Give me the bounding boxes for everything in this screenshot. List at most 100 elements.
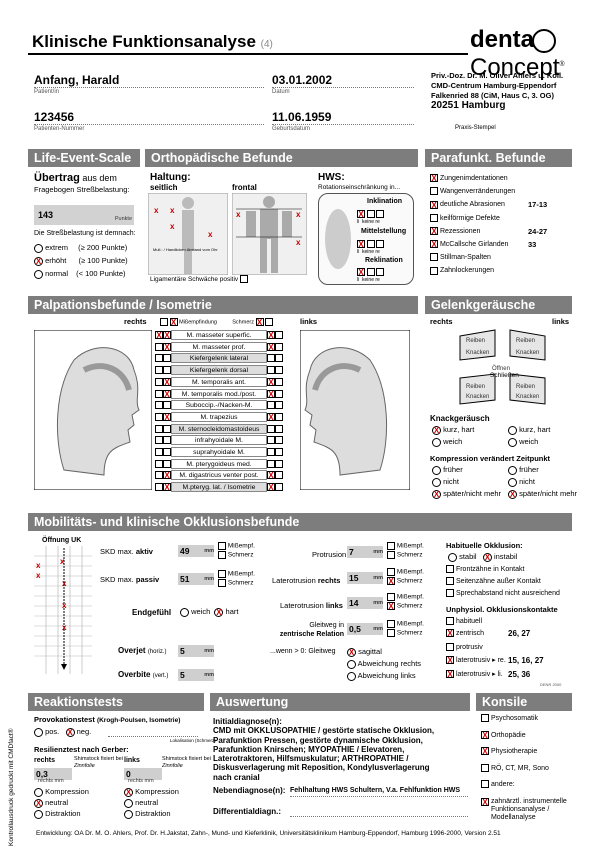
svg-text:Knacken: Knacken xyxy=(516,394,539,400)
gleit-abw-re[interactable]: Abweichung rechts xyxy=(347,659,421,669)
unphys-protrusiv[interactable]: protrusiv xyxy=(446,643,483,653)
gleit-abw-li[interactable]: Abweichung links xyxy=(347,671,416,681)
resil-rechts-label: rechts xyxy=(34,757,56,764)
lokal-label: Lokalisation (Schmerz) xyxy=(170,738,216,743)
komp-r-spaeter[interactable]: X später/nicht mehr xyxy=(432,489,502,499)
konsil-item[interactable]: X Orthopädie xyxy=(481,730,526,740)
palpation-row[interactable]: Kiefergelenk lateral xyxy=(155,353,295,364)
gleit-sagittal[interactable]: X sagittal xyxy=(347,647,382,657)
komp-r-nicht[interactable]: nicht xyxy=(432,477,459,487)
neben-label: Nebendiagnose(n): xyxy=(213,786,286,795)
palpation-row[interactable]: Kiefergelenk dorsal xyxy=(155,365,295,376)
resil-r-distr[interactable]: Distraktion xyxy=(34,809,81,819)
svg-text:Reiben: Reiben xyxy=(466,384,485,390)
konsil-item[interactable]: RÖ, CT, MR, Sono xyxy=(481,763,549,774)
palpation-row[interactable]: infrahyoidale M. xyxy=(155,435,295,446)
head-right-figure xyxy=(34,330,152,490)
konsil-item[interactable]: Psychosomatik xyxy=(481,714,538,724)
komp-l-spaeter[interactable]: X später/nicht mehr xyxy=(508,489,578,499)
overbite-label: Overbite (vert.) xyxy=(118,670,169,679)
svg-text:Reiben: Reiben xyxy=(516,384,535,390)
reaktion-heading: Reaktionstests xyxy=(28,693,204,711)
stress-opt-extrem[interactable]: extrem (≥ 200 Punkte) xyxy=(34,243,127,253)
unphys-zentrisch[interactable]: X zentrisch 26, 27 xyxy=(446,629,531,639)
palpation-row[interactable]: M. sternocleidomastoideus xyxy=(155,423,295,435)
svg-text:x: x xyxy=(154,206,159,215)
resil-links-field[interactable]: 0 xyxy=(124,768,162,780)
skd-aktiv-label: SKD max. aktiv xyxy=(100,547,153,556)
head-left-figure xyxy=(300,330,410,490)
seitlich-label: seitlich xyxy=(150,183,178,192)
parafunkt-item[interactable]: Stillman-Spalten xyxy=(430,253,491,263)
stress-opt-normal[interactable]: normal (< 100 Punkte) xyxy=(34,269,126,279)
stress-opt-erhoeht[interactable]: X erhöht (≥ 100 Punkte) xyxy=(34,256,128,266)
knack-l-weich[interactable]: weich xyxy=(508,437,538,447)
svg-text:x: x xyxy=(60,557,65,566)
okk-stabil[interactable]: stabil X instabil xyxy=(448,552,517,562)
resil-l-distr[interactable]: Distraktion xyxy=(124,809,171,819)
svg-text:Reiben: Reiben xyxy=(466,338,485,344)
komp-l-nicht[interactable]: nicht xyxy=(508,477,535,487)
stamp-label: Praxis-Stempel xyxy=(455,125,496,131)
konsil-item[interactable]: X Physiotherapie xyxy=(481,747,538,757)
resil-rechts-field[interactable]: 0,3 xyxy=(34,768,72,780)
resil-r-komp[interactable]: Kompression xyxy=(34,787,89,797)
svg-text:x: x xyxy=(296,238,301,247)
resil-l-komp[interactable]: X Kompression xyxy=(124,787,179,797)
prov-pos[interactable]: pos. X neg. xyxy=(34,727,91,737)
parafunkt-item[interactable]: X Zungenimdentationen xyxy=(430,174,508,184)
resil-r-neutral[interactable]: X neutral xyxy=(34,798,69,808)
ligament-row[interactable]: Ligamentäre Schwäche positiv xyxy=(150,275,248,285)
palpation-row[interactable]: Suboccip.-/Nacken-M. xyxy=(155,400,295,411)
resil-label: Resilienztest nach Gerber: xyxy=(34,745,129,754)
knack-r-weich[interactable]: weich xyxy=(432,437,462,447)
stress-assess: Die Streßbelastung ist demnach: xyxy=(34,230,136,237)
okk-front[interactable]: Frontzähne in Kontakt xyxy=(446,565,524,575)
unphys-latre[interactable]: X laterotrusiv ▸ re. 15, 16, 27 xyxy=(446,656,544,666)
komp-l-frueher[interactable]: früher xyxy=(508,465,539,475)
palpation-row[interactable]: suprahyoidale M. xyxy=(155,447,295,458)
palpation-heading: Palpationsbefunde / Isometrie xyxy=(28,296,418,314)
palpation-row[interactable]: M. pterygoideus med. xyxy=(155,458,295,470)
knack-l-hart[interactable]: kurz, hart xyxy=(508,425,550,435)
knack-r-hart[interactable]: X kurz, hart xyxy=(432,425,475,435)
okk-seiten[interactable]: Seitenzähne außer Kontakt xyxy=(446,577,541,587)
parafunkt-item[interactable]: Zahnlockerungen xyxy=(430,266,494,276)
parafunkt-item[interactable]: keilförmige Defekte xyxy=(430,213,500,224)
unphys-latli[interactable]: X laterotrusiv ▸ li. 25, 36 xyxy=(446,670,531,680)
parafunkt-item[interactable]: Wangenverränderungen xyxy=(430,187,515,197)
unphys-habituell[interactable]: habituell xyxy=(446,617,482,627)
svg-text:x: x xyxy=(296,210,301,219)
svg-text:x: x xyxy=(36,571,41,580)
resil-l-neutral[interactable]: neutral xyxy=(124,798,158,808)
okk-sprech[interactable]: Sprechabstand nicht ausreichend xyxy=(446,589,560,599)
komp-r-frueher[interactable]: früher xyxy=(432,465,463,475)
svg-text:Knacken: Knacken xyxy=(466,350,489,356)
konsil-item[interactable]: andere: xyxy=(481,780,515,790)
endgefuehl-weich[interactable]: weich X hart xyxy=(180,607,238,617)
resil-links-label: links xyxy=(124,757,140,764)
page-title: Klinische Funktionsanalyse (4) xyxy=(32,32,273,51)
palp-links-label: links xyxy=(300,317,318,326)
